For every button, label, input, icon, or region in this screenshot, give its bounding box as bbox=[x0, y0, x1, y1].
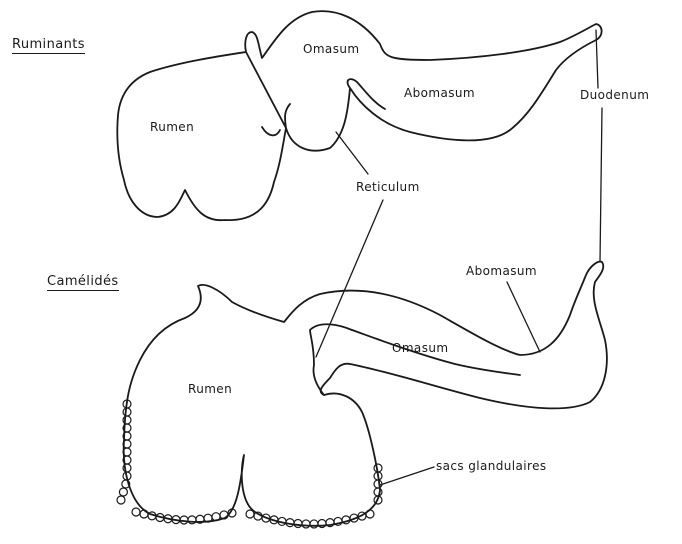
glandular-sac bbox=[294, 520, 302, 528]
glandular-sac bbox=[310, 520, 318, 528]
glandular-sac bbox=[117, 496, 125, 504]
glandular-sac bbox=[302, 520, 310, 528]
leader-abomasum-camelid bbox=[507, 282, 540, 352]
glandular-sac bbox=[119, 488, 127, 496]
label-ruminant-rumen: Rumen bbox=[150, 120, 194, 134]
leader-sacs-glandulaires bbox=[380, 467, 434, 485]
label-ruminant-omasum: Omasum bbox=[303, 42, 359, 56]
ruminant-rumen-notch bbox=[262, 127, 280, 135]
leader-reticulum-ruminant bbox=[336, 132, 368, 174]
label-camelid-rumen: Rumen bbox=[188, 382, 232, 396]
camelid-reticulum-fold bbox=[310, 324, 352, 395]
leader-reticulum-camelid bbox=[316, 200, 383, 357]
ruminants-title: Ruminants bbox=[12, 37, 85, 54]
label-camelid-omasum: Omasum bbox=[392, 341, 448, 355]
camelides-title: Camélidés bbox=[47, 274, 119, 291]
glandular-sac bbox=[366, 510, 374, 518]
glandular-sac bbox=[246, 510, 254, 518]
leader-duodenum-connector bbox=[600, 108, 602, 262]
glandular-sacs bbox=[117, 400, 382, 528]
label-camelid-abomasum: Abomasum bbox=[466, 264, 537, 278]
label-sacs-glandulaires: sacs glandulaires bbox=[436, 459, 547, 473]
label-ruminant-abomasum: Abomasum bbox=[404, 86, 475, 100]
glandular-sac bbox=[132, 508, 140, 516]
glandular-sac bbox=[374, 480, 382, 488]
label-ruminant-reticulum: Reticulum bbox=[356, 180, 420, 194]
glandular-sac bbox=[374, 488, 382, 496]
glandular-sac bbox=[123, 408, 131, 416]
label-ruminant-duodenum: Duodenum bbox=[580, 88, 649, 102]
